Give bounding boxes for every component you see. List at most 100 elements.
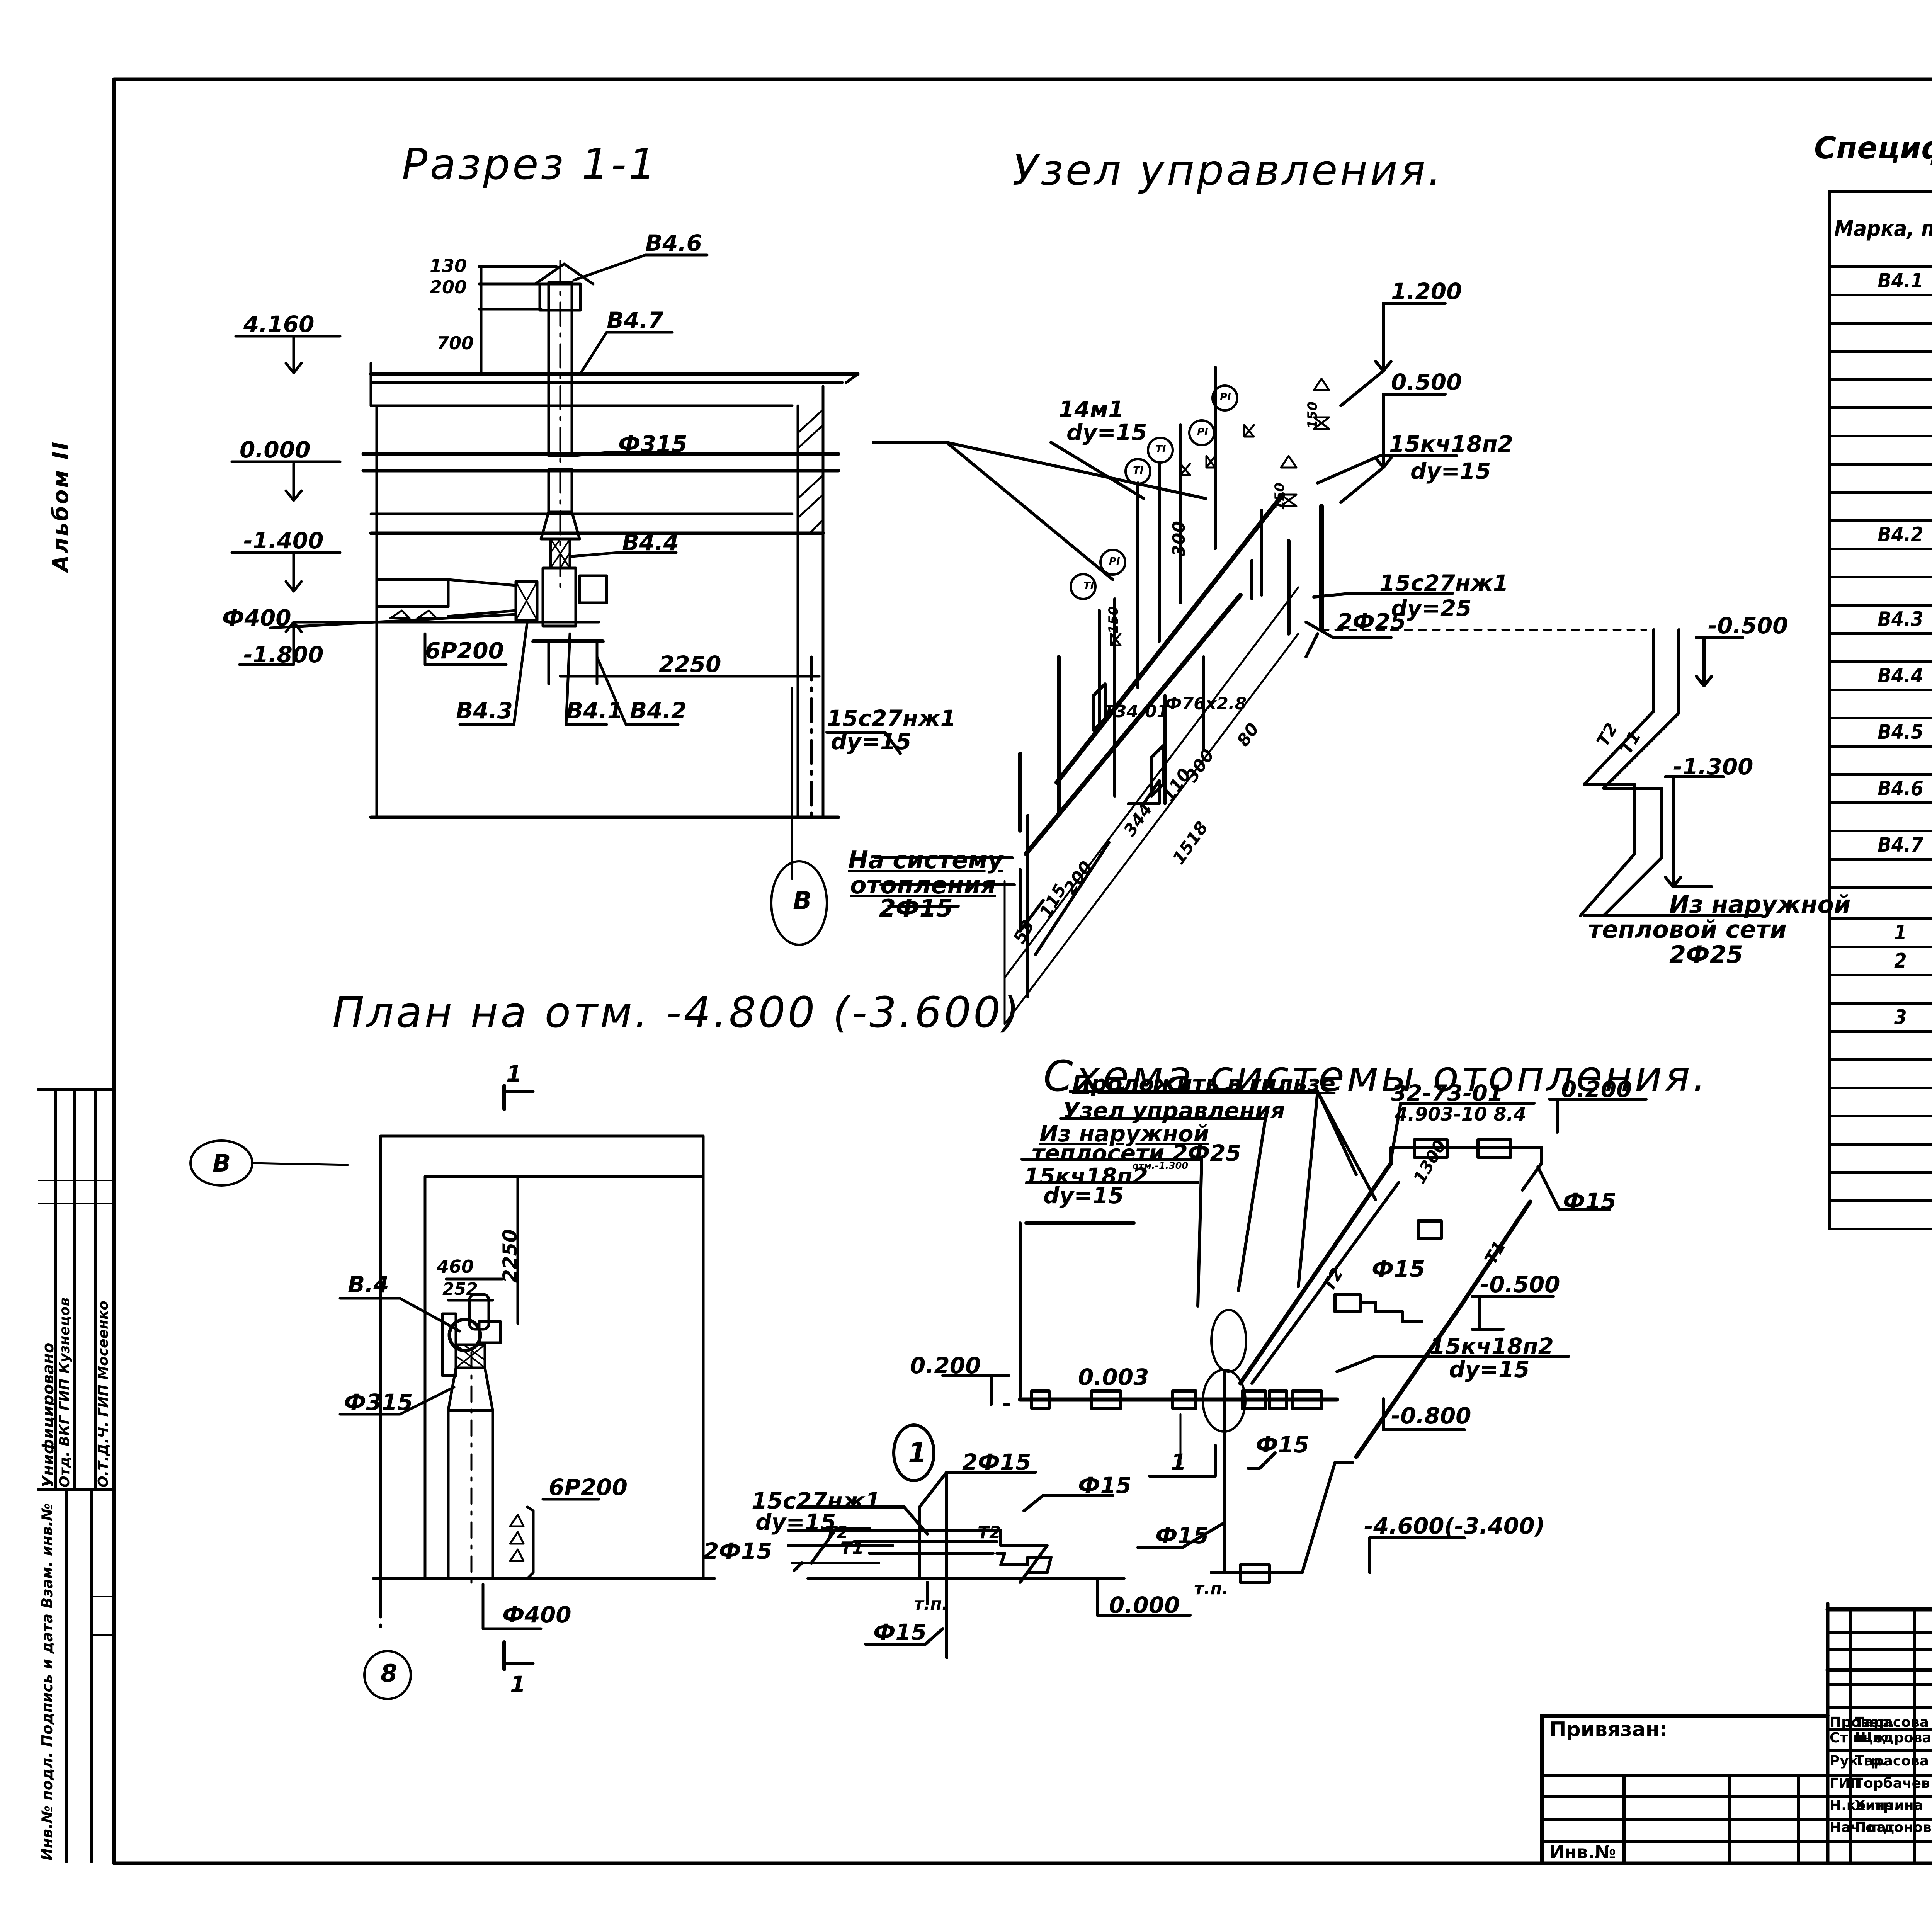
spec-cell-mark — [1828, 435, 1932, 466]
spec-row: ный В-Ц4-75-3.15-01А — [1828, 350, 1932, 381]
spec-row: В4.21.494-30 в.2Кронштейн для установ- — [1828, 519, 1932, 550]
from-heat-net-2: теплосети 2Ф25 — [1032, 1140, 1242, 1166]
sheet-frame — [112, 77, 1932, 1865]
spec-row: В4.51.494-10Решетки щелевые — [1828, 717, 1932, 748]
valve-scheme-2-dy: dy=15 — [1449, 1356, 1530, 1383]
elevation-m0500-node: -0.500 — [1708, 612, 1788, 639]
valve-14m1: 14м1 — [1059, 396, 1124, 422]
detail-t2-right: Т2 — [978, 1523, 1001, 1543]
spec-row: n=1365об/мин.N=0.37кВт — [1828, 435, 1932, 466]
ref-4903-10: 4.903-10 8.4 — [1395, 1104, 1527, 1125]
label-v47: В4.7 — [607, 307, 663, 333]
spec-cell-mark: В4.5 — [1828, 717, 1932, 748]
spec-cell-mark — [1828, 1115, 1932, 1146]
valve-scheme-1: 15кч18п2 — [1024, 1163, 1148, 1189]
label-v43: В4.3 — [456, 697, 513, 724]
inv-no-label: Инв.№ — [1549, 1842, 1616, 1862]
elevation-m0800: -0.800 — [1391, 1403, 1471, 1429]
spec-cell-mark: В4.2 — [1828, 519, 1932, 550]
spec-row: В4.61.494-32Зонт круглый Дo=315 — [1828, 773, 1932, 804]
dim-130: 130 — [430, 255, 467, 276]
spec-row: УП1-03.180 — [1828, 858, 1932, 889]
valve-15s27nzh1-25-dy: dy=25 — [1391, 595, 1472, 621]
spec-cell-mark: В4.3 — [1828, 604, 1932, 635]
pipe-2x25-node: 2Ф25 — [1337, 609, 1406, 635]
section-1-1-title: Разрез 1-1 — [402, 139, 658, 189]
label-v46: В4.6 — [645, 230, 702, 256]
elevation-0200-left: 0.200 — [910, 1352, 981, 1379]
spec-cell-mark — [1828, 1171, 1932, 1202]
spec-row: 14.903-10 в.8Грязевик Т34.01215.8 — [1828, 917, 1932, 948]
spec-row: в.Виброизолятор — [1828, 463, 1932, 494]
instrument-ti-2: TI — [1133, 465, 1144, 476]
spec-row: В4.75.904-10Узел прохода Дo=315 — [1828, 830, 1932, 861]
dim-460: 460 — [437, 1256, 474, 1277]
elevation-m4600: -4.600(-3.400) — [1364, 1513, 1545, 1539]
spec-cell-mark: В4.7 — [1828, 830, 1932, 861]
control-node-drawing — [770, 302, 1764, 1025]
elevation-m1400: -1.400 — [243, 527, 324, 554]
spec-row: 3Вентиль муфтовый — [1828, 1002, 1932, 1033]
elevation-0000: 0.000 — [240, 437, 311, 463]
detail-t2-left: Т2 — [825, 1523, 849, 1543]
spec-row: В4.45.904-38Вставка гибкая — [1828, 660, 1932, 691]
spec-row: ДО3850.3 — [1828, 491, 1932, 522]
instrument-pi-1: PI — [1109, 556, 1120, 567]
spec-cell-mark — [1828, 1199, 1932, 1230]
spec-cell-mark — [1828, 1143, 1932, 1174]
spec-cell-mark — [1828, 350, 1932, 381]
elevation-m1800: -1.800 — [243, 641, 324, 668]
node-ref-label: Узел управления — [1063, 1097, 1285, 1124]
elevation-0200-right: 0.200 — [1561, 1076, 1632, 1102]
from-network-label-2: тепловой сети — [1588, 915, 1787, 944]
dim-700: 700 — [437, 333, 474, 354]
spec-row — [1828, 1171, 1932, 1202]
mud-separator-label: Т34.01 — [1103, 702, 1169, 721]
to-system-label-2: отопления — [850, 871, 996, 899]
spec-cell-mark — [1828, 1030, 1932, 1061]
stamp-dept-1: Отд. ВКГ ГИП Кузнецов — [57, 1297, 73, 1488]
label-phi315-plan: Ф315 — [344, 1389, 413, 1415]
valve-scheme-1-dy: dy=15 — [1043, 1182, 1124, 1209]
from-heat-net-1: Из наружной — [1039, 1121, 1209, 1147]
spec-row: ки вентилятора Ц4-75 — [1828, 548, 1932, 578]
spec-row: а.Вентилятор радиаль- — [1828, 322, 1932, 353]
plan-drawing — [189, 1084, 716, 1700]
approval-role: Провер. — [1830, 1714, 1895, 1730]
to-system-label-3: 2Ф15 — [879, 894, 953, 922]
spec-row: В4.1Агрегат вентиляторный — [1828, 265, 1932, 296]
label-phi400-plan: Ф400 — [502, 1602, 571, 1628]
cut-mark-top: 1 — [506, 1061, 522, 1087]
elevation-4160: 4.160 — [243, 311, 315, 337]
detail-valve-dy: dy=15 — [755, 1509, 836, 1535]
label-v44: В4.4 — [622, 529, 679, 556]
spec-cell-mark — [1828, 632, 1932, 663]
detail-pipe-2x15-left: 2Ф15 — [703, 1538, 772, 1564]
spec-section-row: Узел управления — [1828, 886, 1932, 920]
approval-role: Нач.отд. — [1830, 1820, 1900, 1835]
spec-cell-mark — [1828, 745, 1932, 776]
instrument-ti-3: TI — [1155, 444, 1166, 455]
valve-15s27nzh1-15: 15с27нж1 — [827, 705, 956, 731]
spec-cell-mark — [1828, 548, 1932, 578]
album-label: Альбом II — [48, 440, 73, 572]
spec-row: ЗК-00.000-0214.0 — [1828, 801, 1932, 832]
from-network-label-3: 2Ф25 — [1669, 940, 1743, 969]
left-stamp-grid — [37, 1088, 116, 1863]
spec-row: В.00.00-0511.24 — [1828, 632, 1932, 663]
spec-row — [1828, 1087, 1932, 1117]
spec-row: В4.35.904-38Вставка гибкая — [1828, 604, 1932, 635]
spec-row: Е3.15110-1 компл:137.8 — [1828, 294, 1932, 325]
axis-marker-b-plan: В — [213, 1149, 231, 1177]
label-6p200-plan: 6Р200 — [549, 1474, 628, 1500]
spec-cell-mark — [1828, 294, 1932, 325]
from-heat-net-3: отм.-1.300 — [1132, 1160, 1189, 1171]
spec-row — [1828, 1199, 1932, 1230]
spec-header-row: Марка, поз. Обозначение Наименование Кол… — [1828, 190, 1932, 268]
approval-name: Горбачев — [1855, 1776, 1930, 1791]
instrument-pi-3: PI — [1220, 391, 1231, 403]
spec-cell-mark: В4.6 — [1828, 773, 1932, 804]
attached-label: Привязан: — [1549, 1718, 1668, 1741]
dim-252: 252 — [442, 1279, 478, 1299]
